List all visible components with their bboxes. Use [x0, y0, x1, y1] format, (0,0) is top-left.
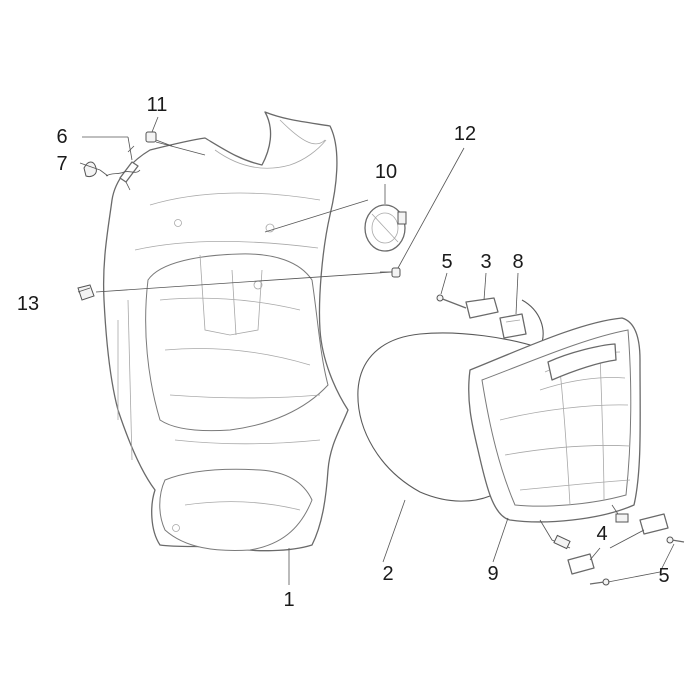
bracket-assembly — [436, 294, 527, 339]
callout-7: 7 — [56, 153, 67, 175]
glove-box-part — [468, 317, 641, 550]
callout-10: 10 — [375, 161, 397, 183]
lock-cap-part — [364, 204, 407, 252]
callout-8: 8 — [512, 251, 523, 273]
lower-bracket-assembly — [567, 513, 685, 586]
callout-5-lower: 5 — [658, 565, 669, 587]
callout-3: 3 — [480, 251, 491, 273]
callout-6: 6 — [56, 126, 67, 148]
screw-part-11 — [145, 131, 173, 147]
callout-5-upper: 5 — [441, 251, 452, 273]
callout-1: 1 — [283, 589, 294, 611]
callout-4: 4 — [596, 523, 607, 545]
leg-shield-panel — [102, 111, 349, 552]
clip-part-13 — [77, 284, 95, 301]
callout-labels: 1 2 3 4 5 5 6 7 8 9 10 11 12 13 — [17, 94, 670, 611]
hook-spring-part — [83, 145, 141, 191]
callout-2: 2 — [382, 563, 393, 585]
callout-12: 12 — [454, 123, 476, 145]
leader-lines — [77, 116, 675, 585]
callout-13: 13 — [17, 293, 39, 315]
callout-11: 11 — [147, 94, 168, 116]
callout-9: 9 — [487, 563, 498, 585]
